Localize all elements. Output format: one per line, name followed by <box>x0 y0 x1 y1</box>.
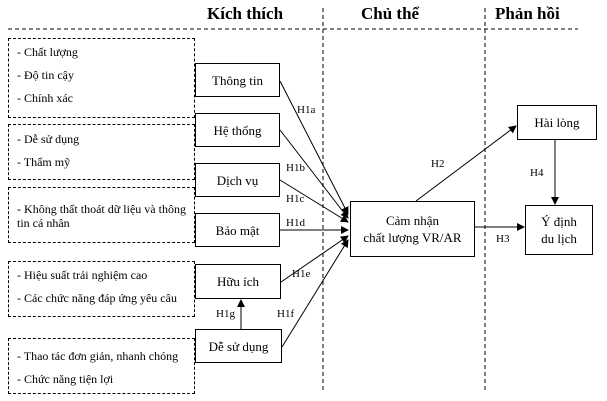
label-h1a: H1a <box>297 104 316 116</box>
attribute-item: - Chức năng tiện lợi <box>17 372 114 386</box>
label-h1f: H1f <box>277 308 295 320</box>
attribute-item: - Hiệu suất trải nghiệm cao <box>17 268 148 282</box>
construct-y-dinh-du-lich: Ý định du lịch <box>525 205 593 255</box>
header-organism: Chủ thể <box>361 4 420 23</box>
construct-thong-tin: Thông tin <box>195 63 280 97</box>
construct-label: Bảo mật <box>215 222 260 238</box>
attribute-group-system: - Dễ sử dụng - Thẩm mỹ <box>8 124 195 180</box>
attribute-item: - Chất lượng <box>17 45 78 59</box>
header-stimulus: Kích thích <box>207 4 284 23</box>
construct-bao-mat: Bảo mật <box>195 213 280 247</box>
construct-label: Dịch vụ <box>216 172 259 188</box>
attribute-item: - Không thất thoát dữ liệu và thông tin … <box>17 202 186 230</box>
attribute-item: - Chính xác <box>17 91 73 105</box>
construct-he-thong: Hệ thống <box>195 113 280 147</box>
attribute-item: - Độ tin cậy <box>17 68 74 82</box>
construct-huu-ich: Hữu ích <box>195 264 281 299</box>
label-h4: H4 <box>530 167 544 179</box>
construct-label: Hệ thống <box>213 122 262 138</box>
header-response: Phản hồi <box>495 4 560 23</box>
label-h3: H3 <box>496 233 510 245</box>
attribute-group-information: - Chất lượng - Độ tin cậy - Chính xác <box>8 38 195 118</box>
attribute-item: - Dễ sử dụng <box>17 132 80 146</box>
construct-cam-nhan-chat-luong: Cảm nhận chất lượng VR/AR <box>350 201 475 257</box>
construct-label: chất lượng VR/AR <box>363 230 462 245</box>
construct-label: Thông tin <box>212 72 263 88</box>
arrow-h2 <box>415 125 517 202</box>
label-h1d: H1d <box>286 217 305 229</box>
construct-de-su-dung: Dễ sử dụng <box>195 329 282 363</box>
attribute-group-usefulness: - Hiệu suất trải nghiệm cao - Các chức n… <box>8 261 195 317</box>
construct-dich-vu: Dịch vụ <box>195 163 280 197</box>
label-h1b: H1b <box>286 162 305 174</box>
construct-label: Hữu ích <box>216 274 260 289</box>
construct-hai-long: Hài lòng <box>517 105 597 140</box>
arrow-h1e <box>280 235 349 283</box>
label-h1g: H1g <box>216 308 235 320</box>
attribute-item: - Thẩm mỹ <box>17 155 71 169</box>
arrow-h1f <box>281 239 349 348</box>
construct-label: Hài lòng <box>534 115 580 130</box>
construct-label: Ý định <box>541 214 577 229</box>
attribute-item: - Thao tác đơn giản, nhanh chóng <box>17 349 179 363</box>
construct-label: Cảm nhận <box>385 213 440 228</box>
attribute-item: - Các chức năng đáp ứng yêu câu <box>17 291 177 305</box>
attribute-group-security: - Không thất thoát dữ liệu và thông tin … <box>8 187 195 243</box>
arrow-h1b <box>279 129 349 219</box>
label-h2: H2 <box>431 158 445 170</box>
construct-label: Dễ sử dụng <box>208 338 269 354</box>
label-h1e: H1e <box>292 268 311 280</box>
arrow-h1a <box>279 80 349 215</box>
label-h1c: H1c <box>286 193 305 205</box>
arrow-h1c <box>279 179 349 223</box>
construct-label: du lịch <box>541 231 577 246</box>
attribute-group-ease-of-use: - Thao tác đơn giản, nhanh chóng - Chức … <box>8 338 195 394</box>
